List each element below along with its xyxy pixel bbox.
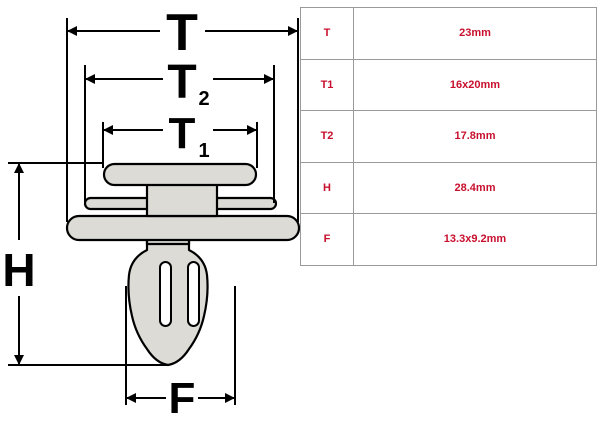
spec-value: 28.4mm	[353, 161, 597, 214]
spec-row: F 13.3x9.2mm	[300, 213, 597, 266]
label-t2: T	[167, 56, 196, 109]
label-h: H	[2, 244, 35, 296]
spec-key: H	[300, 161, 354, 214]
spec-key: T	[300, 7, 354, 60]
spec-key: T2	[300, 110, 354, 163]
spec-value: 23mm	[353, 7, 597, 60]
spec-table: T 23mm T1 16x20mm T2 17.8mm H 28.4mm F 1…	[300, 7, 597, 266]
head-t1	[102, 162, 258, 187]
label-t: T	[166, 4, 198, 62]
spec-value: 13.3x9.2mm	[353, 213, 597, 266]
label-t2-subscript: 2	[198, 88, 209, 110]
label-t1: T	[169, 109, 196, 158]
spec-row: T 23mm	[300, 7, 597, 60]
clip-part	[65, 162, 300, 367]
flange-t	[65, 214, 300, 242]
spec-row: T2 17.8mm	[300, 110, 597, 163]
spec-key: T1	[300, 58, 354, 111]
label-f: F	[169, 374, 196, 423]
spec-value: 16x20mm	[353, 58, 597, 111]
leg-slot-right	[187, 261, 200, 327]
spec-key: F	[300, 213, 354, 266]
leg-slot-left	[159, 261, 172, 327]
clip-dimension-diagram: T T 2 T 1 H F	[2, 4, 300, 423]
label-t1-subscript: 1	[198, 140, 209, 162]
spec-value: 17.8mm	[353, 110, 597, 163]
spec-row: T1 16x20mm	[300, 58, 597, 111]
spec-row: H 28.4mm	[300, 161, 597, 214]
